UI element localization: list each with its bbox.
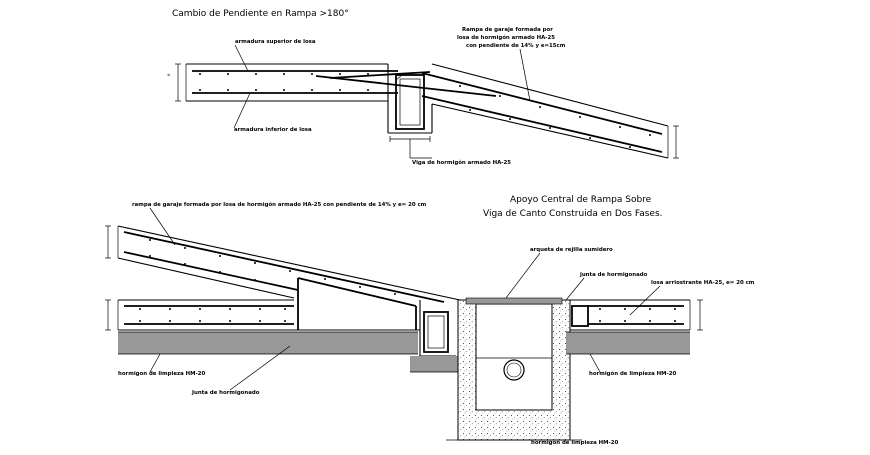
right-lean-concrete	[566, 332, 690, 354]
label-ramp-line1: Rampa de garaje formada por	[462, 27, 553, 33]
label-clean-right: hormigón de limpieza HM-20	[589, 370, 677, 377]
label-beam: Viga de hormigón armado HA-25	[412, 159, 511, 166]
ramp-rebar-dots	[459, 85, 651, 148]
label-clean-bottom: hormigon de limpieza HM-20	[531, 440, 619, 446]
top-horizontal-slab: e	[166, 63, 398, 102]
bottom-title-line2: Viga de Canto Construida en Dos Fases.	[483, 209, 663, 219]
label-slab-right: losa arriostrante HA-25, e= 20 cm	[651, 280, 755, 286]
label-joint-top: junta de hormigonado	[579, 272, 648, 278]
right-slab-rebar-dots	[599, 308, 676, 322]
drain-grate	[465, 297, 563, 305]
top-slab-rebar-dots	[199, 73, 369, 91]
label-lower-reinforcement: armadura inferior de losa	[234, 127, 312, 133]
bottom-sloped-ramp	[105, 225, 461, 330]
top-detail: Cambio de Pendiente en Rampa >180° e	[166, 9, 679, 166]
label-ramp-line3: con pendiente de 14% y e=15cm	[466, 43, 566, 49]
top-beam	[387, 64, 433, 159]
drain-pit	[446, 297, 582, 441]
bottom-right-slab	[566, 299, 703, 355]
label-drain: arqueta de rejilla sumidero	[530, 247, 613, 253]
label-joint-bottom: Junta de hormigonado	[191, 390, 260, 396]
bottom-detail: Apoyo Central de Rampa Sobre Viga de Can…	[105, 195, 755, 446]
bottom-title-line1: Apoyo Central de Rampa Sobre	[510, 195, 652, 205]
label-upper-reinforcement: armadura superior de losa	[235, 39, 316, 45]
label-bottom-ramp: rampa de garaje formada por losa de horm…	[132, 201, 427, 208]
svg-text:e: e	[166, 73, 171, 76]
left-lean-concrete	[118, 332, 418, 354]
top-sloped-ramp	[315, 63, 679, 159]
left-slab-rebar-dots	[139, 308, 286, 322]
top-detail-title: Cambio de Pendiente en Rampa >180°	[172, 9, 349, 19]
bottom-left-beam	[410, 300, 460, 373]
bottom-ramp-rebar-dots	[149, 239, 396, 295]
label-clean-left: hormigon de limpieza HM-20	[118, 371, 206, 377]
bottom-left-slab	[105, 299, 420, 355]
label-ramp-line2: losa de hormigón armado HA-25	[457, 34, 555, 41]
